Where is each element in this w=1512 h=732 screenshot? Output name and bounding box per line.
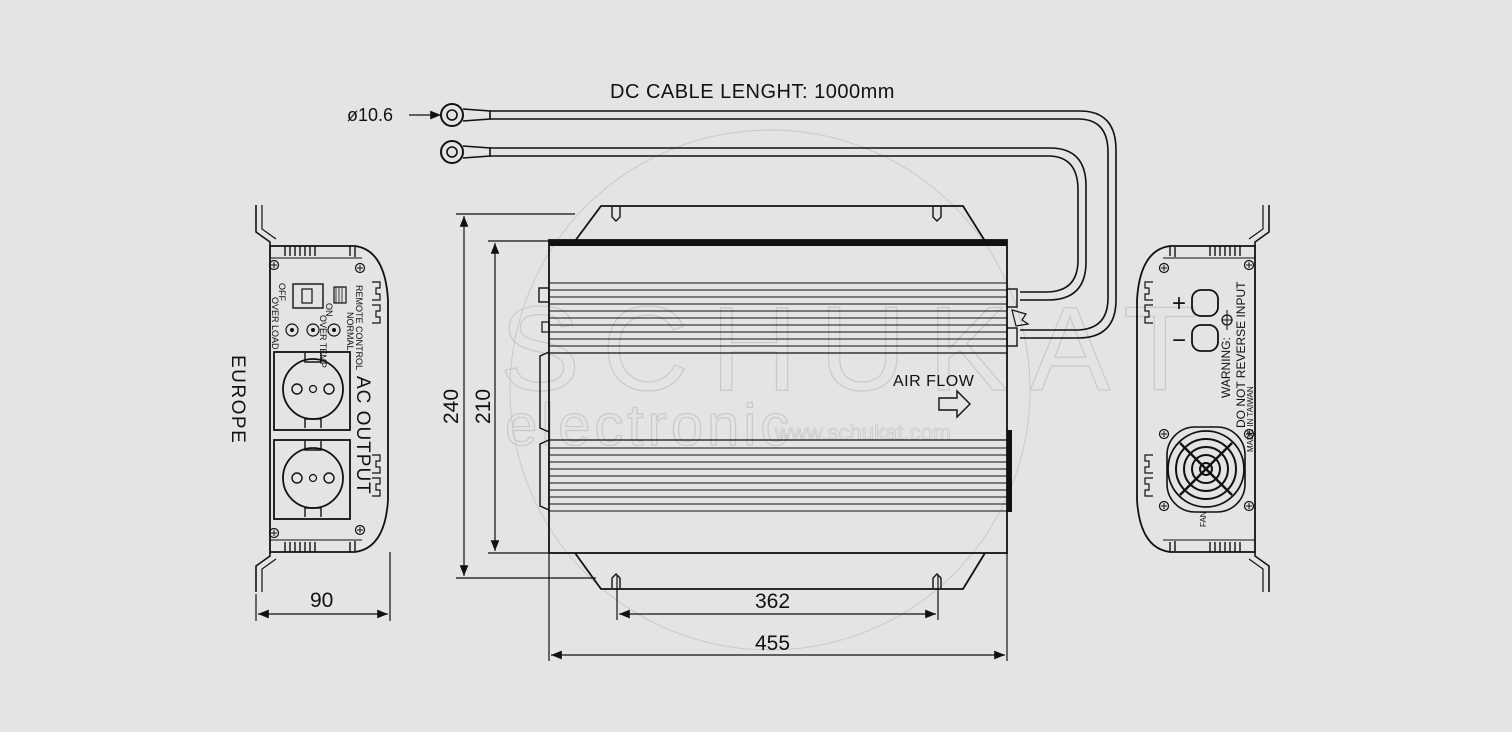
- over-temp-label: OVER TEMP: [318, 315, 328, 368]
- dc-terminal-icon: [1191, 289, 1233, 352]
- total-length-dimension: 455: [755, 632, 790, 655]
- screw-icon: [1158, 259, 1255, 512]
- reverse-input-label: DO NOT REVERSE INPUT: [1234, 281, 1248, 428]
- air-flow-label: AIR FLOW: [893, 373, 975, 390]
- minus-label: −: [1172, 327, 1186, 354]
- normal-label: NORMAL: [345, 312, 355, 351]
- cable-length-label: DC CABLE LENGHT: 1000mm: [610, 81, 895, 103]
- region-label: EUROPE: [227, 355, 248, 444]
- total-height-dimension: 240: [440, 389, 463, 424]
- warning-label: WARNING:: [1219, 337, 1233, 398]
- plus-label: +: [1172, 290, 1186, 317]
- side-width-dimension: 90: [310, 589, 333, 612]
- top-view: AIR FLOW 240 210 362 455: [440, 205, 1030, 661]
- ac-socket-top: [273, 351, 351, 431]
- fan-grille-icon: [1166, 426, 1246, 513]
- front-panel-view: OFF OVER LOAD ON OVER TEMP REMOTE CONTRO…: [227, 205, 391, 621]
- fan-label: FAN: [1199, 511, 1208, 527]
- ac-socket-bottom: [273, 439, 351, 520]
- ac-output-label: AC OUTPUT: [352, 376, 373, 495]
- watermark: SCHUKAT electronic www.schukat.com: [499, 129, 1197, 651]
- air-flow-arrow-icon: [938, 389, 971, 419]
- led-indicator-icon: [285, 323, 341, 337]
- mount-spacing-dimension: 362: [755, 590, 790, 613]
- body-height-dimension: 210: [472, 389, 495, 424]
- ring-terminal-positive: [440, 103, 491, 127]
- body-top-edge: [549, 240, 1007, 246]
- rear-panel-view: + − WARNING: DO NOT REVERSE INPUT MADE I…: [1136, 205, 1270, 592]
- made-in-label: MADE IN TAIWAN: [1246, 386, 1255, 452]
- ring-diameter-label: ø10.6: [347, 105, 393, 125]
- off-label: OFF: [277, 283, 287, 301]
- remote-connector: [333, 286, 347, 304]
- remote-control-label: REMOTE CONTROL: [354, 285, 364, 370]
- power-switch: [292, 283, 324, 309]
- dc-cables: DC CABLE LENGHT: 1000mm ø10.6: [347, 81, 1117, 339]
- ring-terminal-negative: [440, 140, 491, 164]
- watermark-url: www.schukat.com: [774, 420, 951, 445]
- on-label: ON: [324, 303, 334, 317]
- over-load-label: OVER LOAD: [270, 297, 280, 350]
- screw-icon: [268, 259, 366, 539]
